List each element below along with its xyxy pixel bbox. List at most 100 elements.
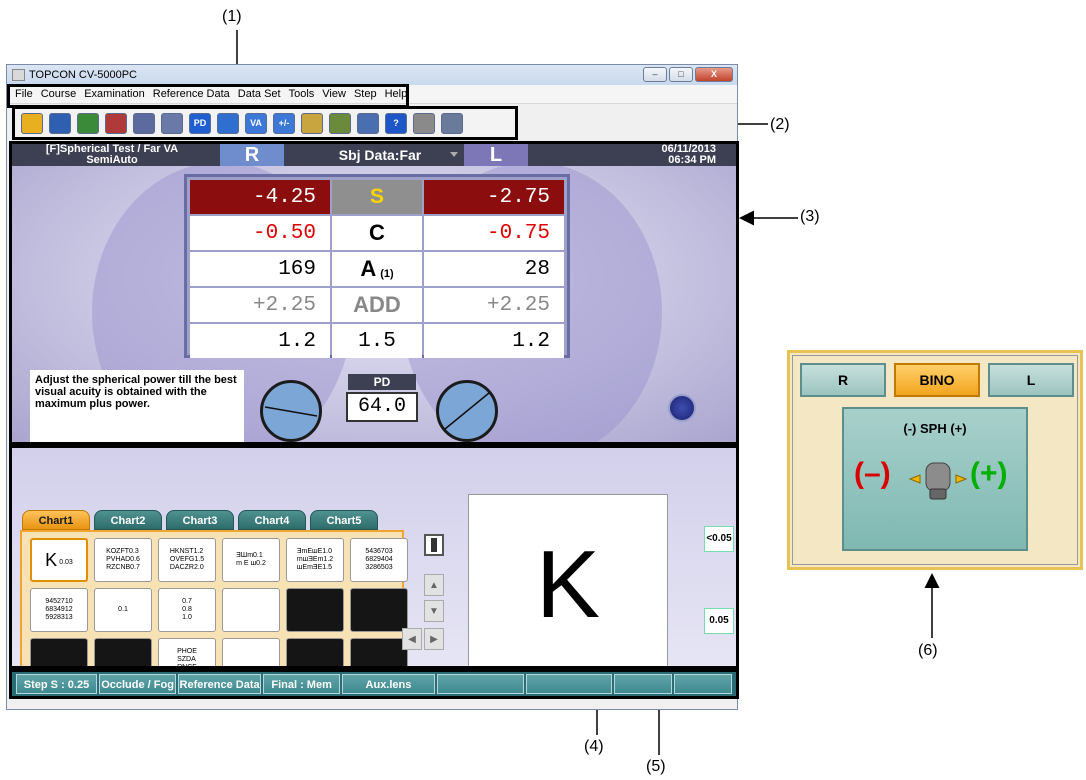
menu-tools[interactable]: Tools — [288, 87, 315, 100]
chart-button-16[interactable] — [286, 638, 344, 666]
chart-button-label: ƎШm0.1 m E ш0.2 — [236, 552, 266, 567]
tab-chart-1[interactable]: Chart1 — [22, 510, 90, 530]
minimize-button[interactable]: – — [643, 67, 667, 82]
toolbar-button-14[interactable] — [411, 111, 437, 135]
arrow-right-icon[interactable]: ▶ — [424, 628, 444, 650]
cyl-label[interactable]: C — [332, 216, 422, 250]
bino-tab-bino[interactable]: BINO — [894, 363, 980, 397]
status-empty-3[interactable] — [614, 674, 673, 694]
round-button[interactable] — [668, 394, 696, 422]
axis-left[interactable]: 28 — [424, 252, 564, 286]
toolbar-button-3[interactable] — [103, 111, 129, 135]
chart-button-15[interactable] — [222, 638, 280, 666]
chart-button-9[interactable] — [222, 588, 280, 632]
add-right[interactable]: +2.25 — [190, 288, 330, 322]
chart-button-5[interactable]: 5436703 6829404 3286503 — [350, 538, 408, 582]
arrow-left-icon[interactable]: ◀ — [402, 628, 422, 650]
chart-button-label: ƎmEшE1.0 mшƎEm1.2 шEmƎE1.5 — [296, 548, 334, 571]
status-step[interactable]: Step S : 0.25 — [16, 674, 97, 694]
tab-chart-4[interactable]: Chart4 — [238, 510, 306, 530]
toolbar-button-6[interactable]: PD — [187, 111, 213, 135]
tab-chart-5[interactable]: Chart5 — [310, 510, 378, 530]
chart-button-13[interactable] — [94, 638, 152, 666]
chart-button-2[interactable]: HKNST1.2 OVEFG1.5 DACZR2.0 — [158, 538, 216, 582]
status-aux-lens[interactable]: Aux.lens — [342, 674, 435, 694]
va-button-lt005[interactable]: <0.05 — [704, 526, 734, 552]
split-view-icon[interactable] — [424, 534, 444, 556]
download-icon — [21, 112, 43, 134]
add-left[interactable]: +2.25 — [424, 288, 564, 322]
sph-left[interactable]: -2.75 — [424, 180, 564, 214]
sph-adjust-box[interactable]: (-) SPH (+) (–) (+) — [842, 407, 1028, 551]
pd-value[interactable]: 64.0 — [346, 392, 418, 422]
status-empty-1[interactable] — [436, 674, 524, 694]
arrow-up-icon[interactable]: ▲ — [424, 574, 444, 596]
status-reference-data[interactable]: Reference Data — [178, 674, 262, 694]
toolbar-button-13[interactable]: ? — [383, 111, 409, 135]
left-eye-tab[interactable]: L — [464, 144, 528, 166]
toolbar-button-8[interactable]: VA — [243, 111, 269, 135]
va-right[interactable]: 1.2 — [190, 324, 330, 358]
toolbar-button-15[interactable] — [439, 111, 465, 135]
toolbar-button-5[interactable] — [159, 111, 185, 135]
sph-label[interactable]: S — [332, 180, 422, 214]
maximize-button[interactable]: □ — [669, 67, 693, 82]
toolbar-button-10[interactable] — [299, 111, 325, 135]
status-final-mem[interactable]: Final : Mem — [263, 674, 341, 694]
bino-tab-r[interactable]: R — [800, 363, 886, 397]
axis-label[interactable]: A (1) — [332, 252, 422, 286]
toolbar-button-12[interactable] — [355, 111, 381, 135]
add-label[interactable]: ADD — [332, 288, 422, 322]
chart-button-6[interactable]: 9452710 6834912 5928313 — [30, 588, 88, 632]
chart-button-7[interactable]: 0.1 — [94, 588, 152, 632]
status-empty-2[interactable] — [525, 674, 613, 694]
sph-right[interactable]: -4.25 — [190, 180, 330, 214]
toolbar-button-7[interactable] — [215, 111, 241, 135]
status-empty-4[interactable] — [674, 674, 733, 694]
toolbar-button-11[interactable] — [327, 111, 353, 135]
toolbar-button-4[interactable] — [131, 111, 157, 135]
va-binocular[interactable]: 1.5 — [332, 324, 422, 358]
chart-button-3[interactable]: ƎШm0.1 m E ш0.2 — [222, 538, 280, 582]
cyl-left[interactable]: -0.75 — [424, 216, 564, 250]
menu-reference-data[interactable]: Reference Data — [152, 87, 230, 100]
right-eye-tab[interactable]: R — [220, 144, 284, 166]
toolbar-button-9[interactable]: +/- — [271, 111, 297, 135]
chart-button-4[interactable]: ƎmEшE1.0 mшƎEm1.2 шEmƎE1.5 — [286, 538, 344, 582]
menu-course[interactable]: Course — [40, 87, 77, 100]
status-occlude-fog[interactable]: Occlude / Fog — [98, 674, 177, 694]
tab-chart-3[interactable]: Chart3 — [166, 510, 234, 530]
chart-button-1[interactable]: KOZFT0.3 PVHAD0.6 RZCNB0.7 — [94, 538, 152, 582]
va-adjust-icon: VA — [245, 112, 267, 134]
close-button[interactable]: X — [695, 67, 733, 82]
arrow-down-icon[interactable]: ▼ — [424, 600, 444, 622]
bino-tab-l[interactable]: L — [988, 363, 1074, 397]
chart-button-11[interactable] — [350, 588, 408, 632]
menu-step[interactable]: Step — [353, 87, 377, 100]
axis-right[interactable]: 169 — [190, 252, 330, 286]
menu-file[interactable]: File — [15, 87, 33, 100]
tab-chart-2[interactable]: Chart2 — [94, 510, 162, 530]
chart-button-10[interactable] — [286, 588, 344, 632]
chart-button-14[interactable]: PHOE SZDA RNCF — [158, 638, 216, 669]
menu-examination[interactable]: Examination — [84, 87, 145, 100]
menu-view[interactable]: View — [322, 87, 346, 100]
menu-data-set[interactable]: Data Set — [237, 87, 281, 100]
menu-help[interactable]: Help — [384, 87, 408, 100]
va-left[interactable]: 1.2 — [424, 324, 564, 358]
chart-button-label: 5436703 6829404 3286503 — [365, 548, 393, 571]
sph-minus-icon[interactable]: (–) — [854, 457, 891, 490]
va-button-005[interactable]: 0.05 — [704, 608, 734, 634]
chart-button-label: PHOE SZDA RNCF — [177, 648, 197, 669]
sph-plus-icon[interactable]: (+) — [970, 457, 1008, 490]
toolbar-button-1[interactable] — [47, 111, 73, 135]
dial-knob-icon — [908, 462, 968, 500]
chart-button-17[interactable] — [350, 638, 408, 666]
cyl-right[interactable]: -0.50 — [190, 216, 330, 250]
chart-button-12[interactable] — [30, 638, 88, 666]
subject-data-select[interactable]: Sbj Data:Far — [338, 147, 422, 163]
toolbar-button-2[interactable] — [75, 111, 101, 135]
chart-button-8[interactable]: 0.7 0.8 1.0 — [158, 588, 216, 632]
toolbar-button-0[interactable] — [19, 111, 45, 135]
